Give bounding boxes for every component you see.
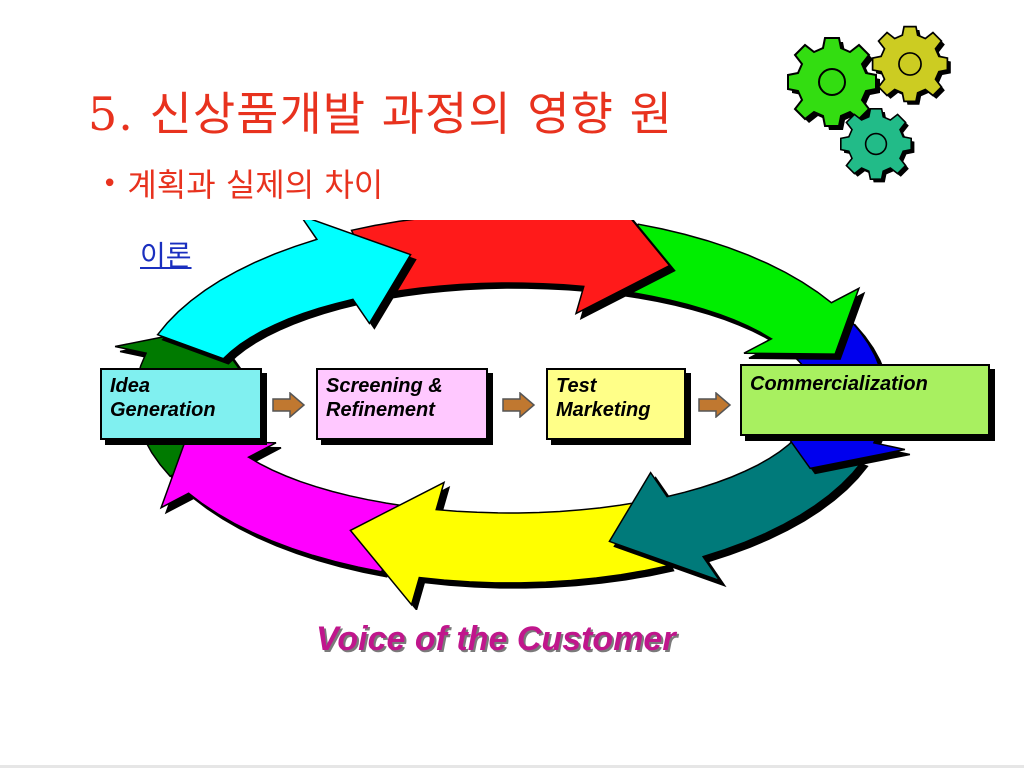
stage-line2: Generation [110, 399, 216, 421]
bullet-marker: • [102, 169, 118, 199]
connector-arrow-3 [698, 392, 732, 418]
caption-voice-of-customer: Voice of the Customer [316, 620, 676, 658]
cycle-arrow-1 [156, 220, 412, 360]
gear-teal-icon [839, 108, 915, 183]
stage-line1: Screening & [326, 375, 443, 397]
stage-line2: Marketing [556, 399, 651, 421]
cycle-arrow-3 [613, 223, 861, 355]
slide-title: 5. 신상품개발 과정의 영향 원 [88, 87, 673, 141]
stage-line1: Test [556, 375, 597, 397]
gear-green-icon [787, 37, 880, 130]
cycle-arrow-5 [608, 436, 864, 583]
stage-line2: Refinement [326, 399, 435, 421]
footer-divider [0, 765, 1024, 768]
stage-line1: Commercialization [750, 373, 928, 395]
theory-link[interactable]: 이론 [140, 239, 192, 272]
cycle-arrow-6 [349, 480, 670, 607]
connector-arrow-2 [502, 392, 536, 418]
gears-icon [787, 25, 951, 183]
stage-screening-refinement: Screening & Refinement [316, 368, 488, 440]
bullet-text: 계획과 실제의 차이 [127, 166, 384, 204]
stage-test-marketing: Test Marketing [546, 368, 686, 440]
stage-idea-generation: Idea Generation [100, 368, 262, 440]
gear-olive-icon [871, 25, 951, 105]
connector-arrow-1 [272, 392, 306, 418]
cycle-arrow-7 [159, 441, 407, 573]
cycle-arrow-2 [350, 220, 671, 316]
stage-commercialization: Commercialization [740, 364, 990, 436]
bullet-item: • 계획과 실제의 차이 [102, 160, 383, 206]
stage-line1: Idea [110, 375, 151, 397]
